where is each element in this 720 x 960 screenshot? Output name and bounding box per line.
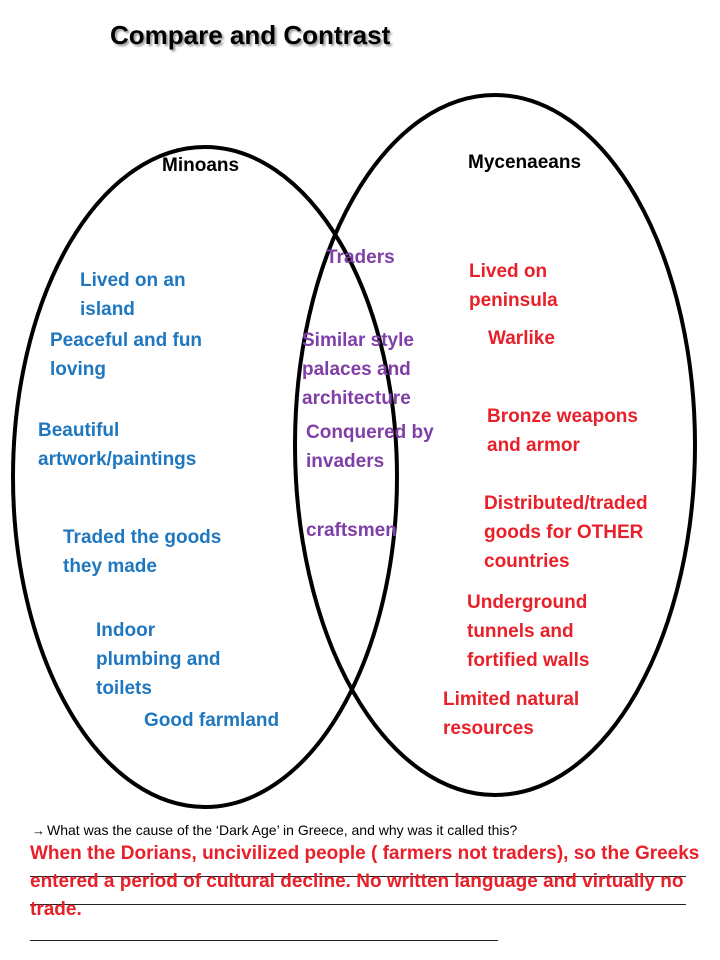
shared-item: craftsmen — [306, 520, 397, 541]
mycenaeans-item: Warlike — [488, 328, 555, 349]
mycenaeans-item: Bronze weapons and armor — [487, 406, 638, 456]
shared-item: Traders — [326, 247, 395, 268]
minoans-item: Traded the goods they made — [63, 527, 222, 577]
mycenaeans-item: Distributed/traded goods for OTHER count… — [484, 493, 648, 572]
minoans-circle — [11, 145, 399, 809]
minoans-item: Beautiful artwork/paintings — [38, 420, 197, 470]
arrow-right-icon: → — [32, 823, 45, 838]
answer-line — [30, 876, 686, 877]
answer-line — [30, 904, 686, 905]
mycenaeans-circle — [293, 93, 697, 797]
minoans-item: Lived on an island — [80, 270, 186, 320]
page-title: Compare and Contrast — [110, 20, 391, 50]
minoans-item: Good farmland — [144, 710, 280, 731]
shared-item: Similar style palaces and architecture — [302, 330, 414, 409]
question-label: What was the cause of the ‘Dark Age’ in … — [47, 822, 518, 838]
minoans-label: Minoans — [162, 155, 240, 176]
mycenaeans-item: Limited natural resources — [443, 689, 580, 739]
answer-line — [30, 940, 498, 941]
mycenaeans-label: Mycenaeans — [468, 152, 582, 173]
answer-text: When the Dorians, uncivilized people ( f… — [30, 843, 700, 920]
question-text: →What was the cause of the ‘Dark Age’ in… — [32, 822, 517, 838]
minoans-item: Peaceful and fun loving — [50, 330, 203, 380]
mycenaeans-item: Lived on peninsula — [469, 261, 558, 311]
shared-item: Conquered by invaders — [306, 422, 434, 472]
minoans-item: Indoor plumbing and toilets — [96, 620, 221, 699]
mycenaeans-item: Underground tunnels and fortified walls — [467, 592, 590, 671]
